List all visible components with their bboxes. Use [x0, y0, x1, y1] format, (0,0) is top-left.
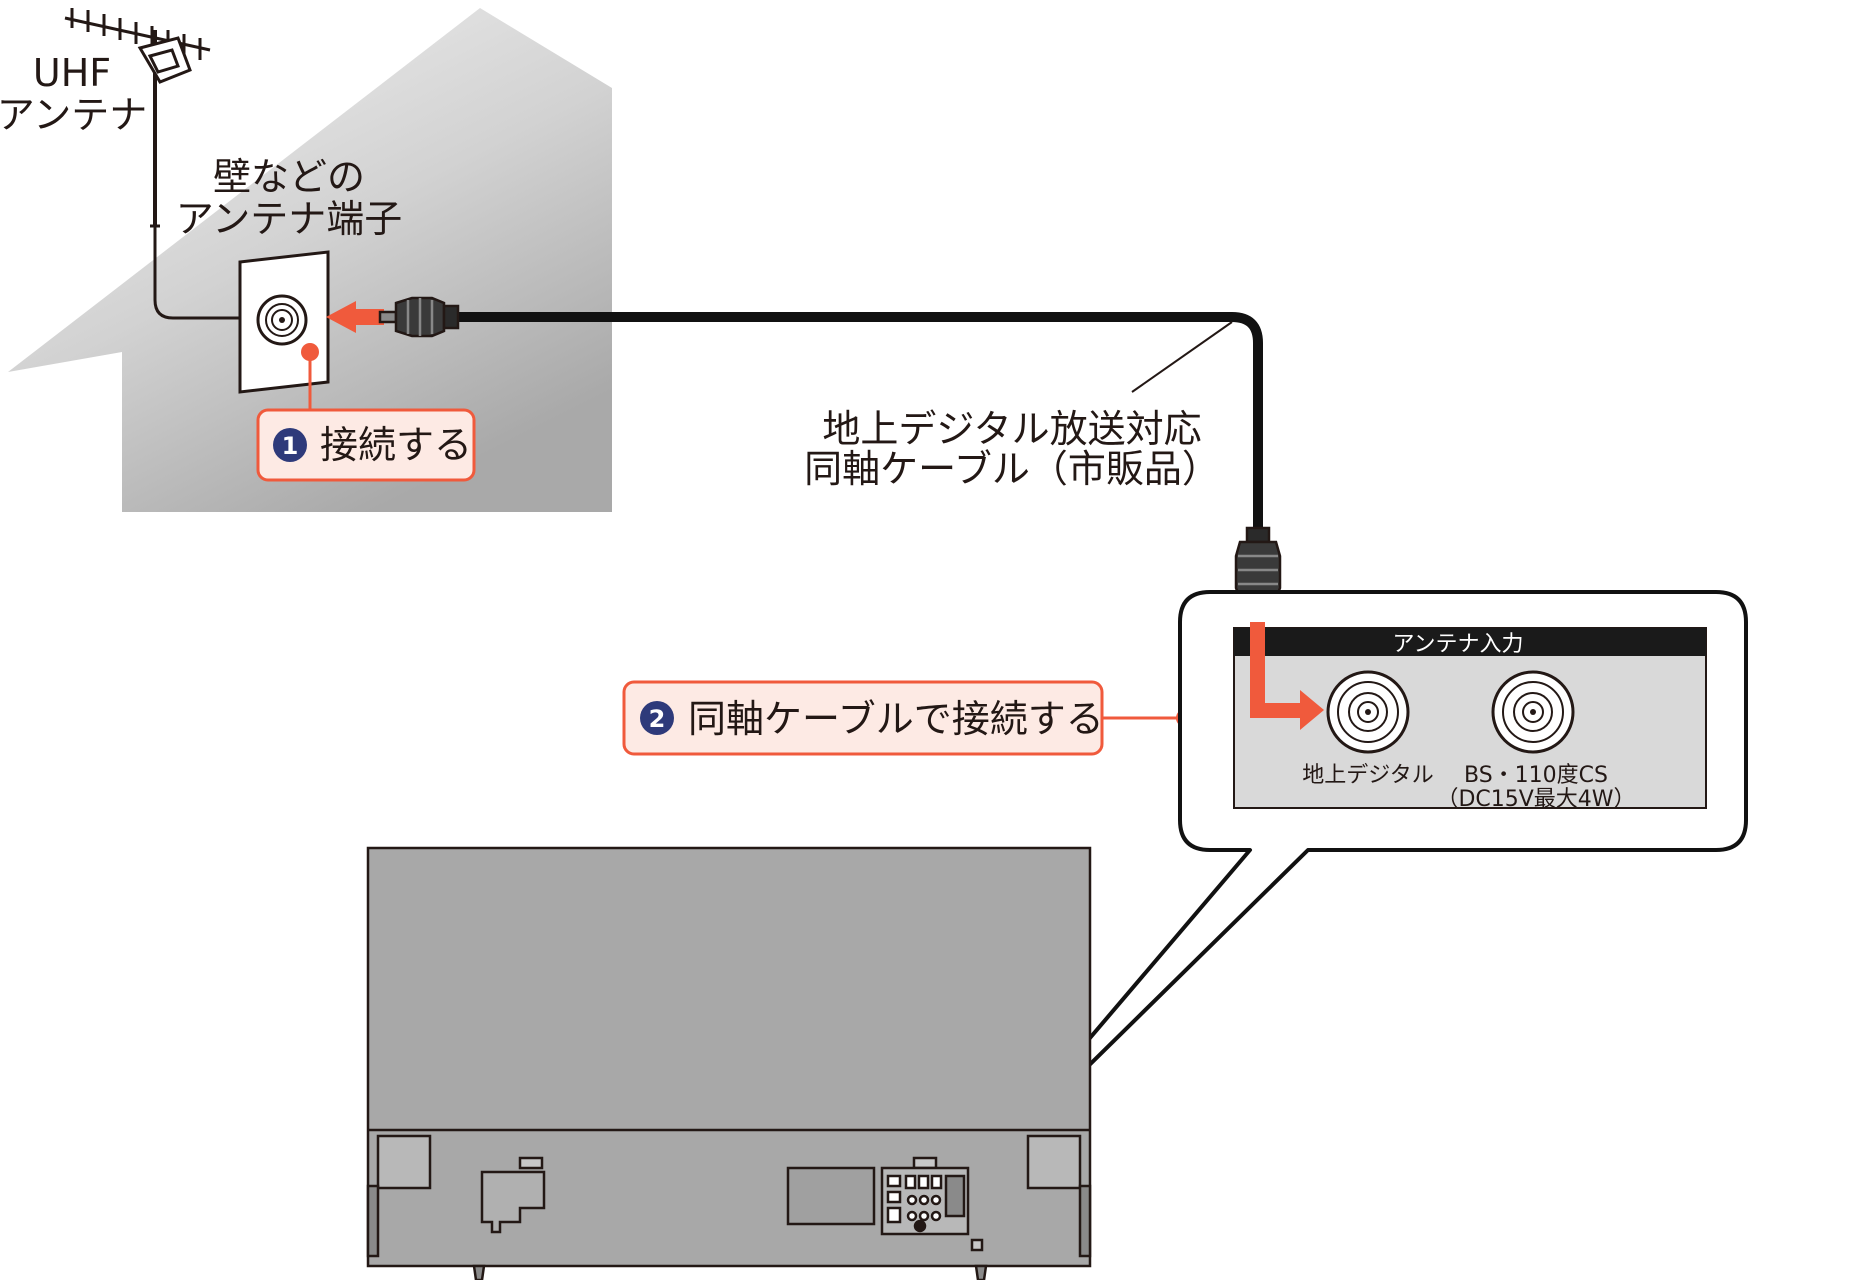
- step2-number-badge: [640, 701, 674, 735]
- bs-cs-label-line1: BS・110度CS: [1464, 763, 1608, 788]
- step1-text: 接続する: [320, 423, 472, 467]
- terrestrial-digital-label: 地上デジタル: [1302, 763, 1434, 788]
- bs-cs-port-icon: [1491, 670, 1575, 754]
- wall-antenna-terminal: [238, 250, 330, 410]
- connect-arrow-icon: [1250, 622, 1324, 730]
- terrestrial-digital-port-icon: [1326, 670, 1410, 754]
- uhf-antenna-label-line2: アンテナ: [0, 93, 147, 137]
- bs-cs-label-line2: （DC15V最大4W）: [1436, 787, 1635, 812]
- tv-antenna-port-dot: [913, 1219, 927, 1233]
- insert-arrow-icon: [326, 301, 384, 333]
- wall-terminal-label-line2: アンテナ端子: [176, 197, 402, 241]
- tv-back-panel: [366, 846, 1092, 1280]
- cable-label-line2: 同軸ケーブル（市販品）: [804, 447, 1220, 491]
- cable-plug-wall-side: [378, 296, 460, 338]
- wall-terminal-label-line1: 壁などの: [213, 155, 365, 199]
- step2-text: 同軸ケーブルで接続する: [688, 697, 1104, 741]
- coaxial-cable: [455, 312, 1263, 530]
- antenna-wire: [153, 226, 240, 320]
- uhf-antenna-label-line1: UHF: [33, 51, 111, 95]
- step1-number-badge: [273, 428, 307, 462]
- antenna-input-header: アンテナ入力: [1392, 632, 1523, 657]
- step2-number: 2: [649, 705, 666, 733]
- cable-label-leader: [1131, 321, 1233, 393]
- antenna-input-header-bar: [1234, 628, 1706, 656]
- step1-number: 1: [282, 432, 299, 460]
- step2-callout: 2 同軸ケーブルで接続する: [622, 680, 1194, 756]
- uhf-antenna-icon: [64, 8, 211, 228]
- cable-label-line1: 地上デジタル放送対応: [822, 407, 1201, 451]
- step1-callout: 1 接続する: [256, 408, 476, 482]
